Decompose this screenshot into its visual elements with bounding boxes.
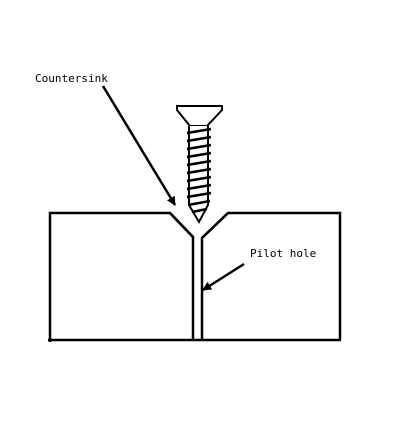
- countersink-cut: [169, 212, 229, 239]
- wood-block-left: [48, 211, 195, 342]
- pilot-hole-arrow: [202, 262, 245, 292]
- countersink-label: Countersink: [35, 72, 108, 85]
- pilot-hole: [192, 237, 203, 340]
- countersink-arrow: [101, 85, 177, 206]
- screw-icon: [176, 105, 223, 225]
- pilot-hole-label: Pilot hole: [250, 247, 316, 260]
